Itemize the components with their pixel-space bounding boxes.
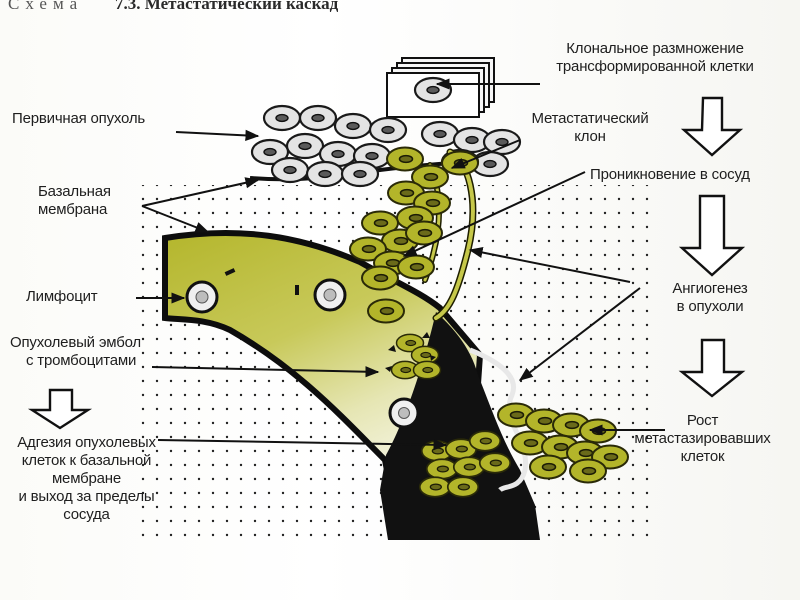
lymphocytes	[185, 268, 420, 429]
label-adhesion-extravasation: Адгезия опухолевых клеток к базальной ме…	[17, 434, 156, 523]
label-metastatic-clone: Метастатический клон	[531, 110, 649, 145]
figure-header: Схема 7.3. Метастатический каскад	[0, 0, 800, 20]
stroma-black-zone	[380, 312, 540, 540]
pointer-lines	[136, 78, 665, 451]
tumor-embolus	[385, 332, 442, 380]
label-metastatic-growth: Рост метастазировавших клеток	[634, 412, 771, 465]
label-clonal-proliferation: Клональное размножение трансформированно…	[556, 40, 754, 75]
label-angiogenesis: Ангиогенез в опухоли	[672, 280, 748, 315]
label-vessel-penetration: Проникновение в сосуд	[590, 166, 750, 183]
label-basal-membrane: Базальная мембрана	[38, 183, 111, 218]
label-lymphocyte: Лимфоцит	[26, 288, 98, 305]
scheme-title: 7.3. Метастатический каскад	[115, 0, 339, 13]
label-primary-tumor: Первичная опухоль	[12, 110, 146, 127]
label-tumor-embolus: Опухолевый эмбол с тромбоцитами	[10, 334, 141, 369]
clonal-panel-stack	[386, 57, 495, 118]
scheme-word: Схема	[8, 0, 84, 13]
process-arrows	[27, 96, 746, 430]
